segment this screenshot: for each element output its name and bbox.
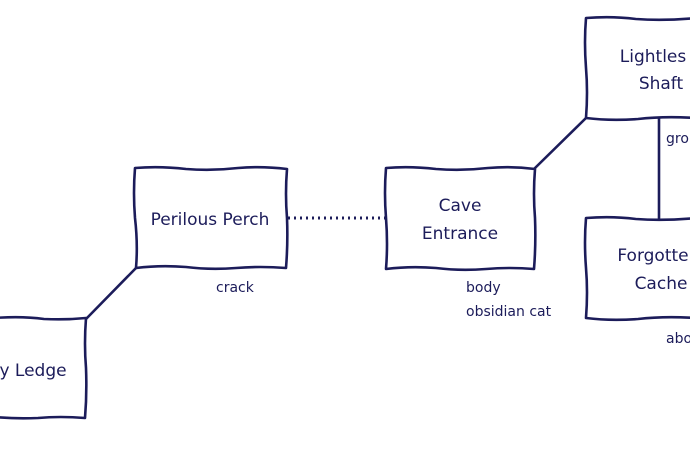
room-lightless-shaft-label-2: Shaft (639, 74, 684, 94)
room-lightless-shaft[interactable]: Lightles Shaft (583, 15, 690, 122)
note-perch-crack: crack (216, 280, 255, 296)
note-cache-abo: abo (666, 331, 690, 347)
room-cave-entrance-label-1: Cave (439, 196, 482, 216)
note-entrance-obsidian-cat: obsidian cat (466, 304, 552, 320)
room-lightless-shaft-box (583, 15, 690, 122)
room-cave-entrance-label-2: Entrance (422, 224, 498, 244)
room-lightless-shaft-label-1: Lightles (620, 47, 687, 67)
connection-ledge-perch (84, 266, 138, 321)
room-forgotten-cache-box (583, 215, 690, 322)
room-ledge-box (0, 315, 88, 420)
room-ledge[interactable]: y Ledge (0, 315, 88, 420)
room-ledge-label: y Ledge (0, 361, 67, 381)
room-perilous-perch-box (132, 165, 289, 271)
room-forgotten-cache-label-2: Cache (635, 274, 688, 294)
room-perilous-perch[interactable]: Perilous Perch (132, 165, 289, 271)
room-cave-entrance-box (383, 165, 537, 272)
note-entrance-body: body (466, 280, 501, 296)
room-cave-entrance[interactable]: Cave Entrance (383, 165, 537, 272)
room-perilous-perch-label: Perilous Perch (151, 210, 270, 230)
connection-entrance-shaft (532, 116, 588, 171)
note-shaft-gro: gro (666, 131, 689, 147)
room-forgotten-cache-label-1: Forgotte (617, 246, 688, 266)
room-forgotten-cache[interactable]: Forgotte Cache (583, 215, 690, 322)
